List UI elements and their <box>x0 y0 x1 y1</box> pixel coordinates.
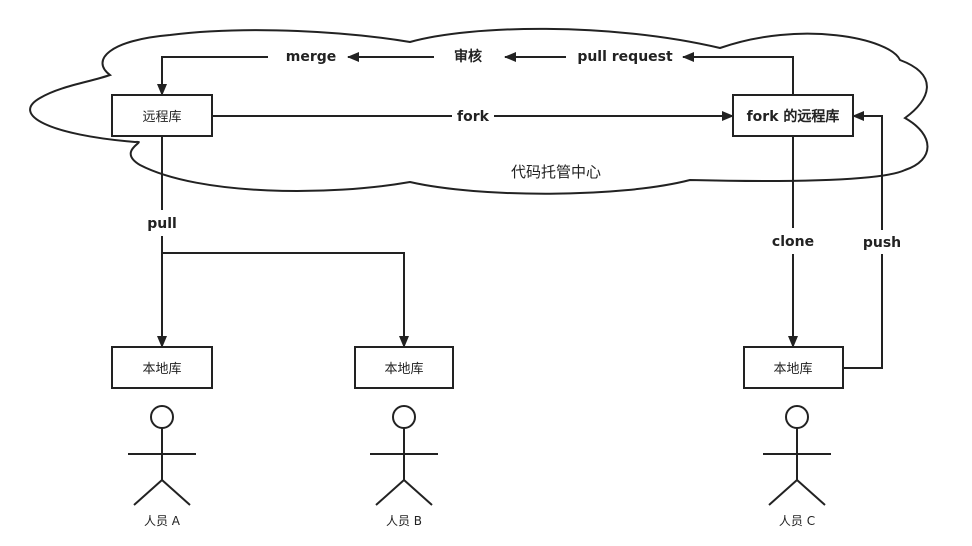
remote-repo-node[interactable]: 远程库 <box>111 94 213 137</box>
actor-c-icon <box>763 405 831 506</box>
local-repo-c-node[interactable]: 本地库 <box>743 346 844 389</box>
local-repo-a-node[interactable]: 本地库 <box>111 346 213 389</box>
local-repo-b-label: 本地库 <box>384 361 423 377</box>
push-label: push <box>863 235 901 251</box>
review-label: 审核 <box>454 48 482 65</box>
actor-c-label: 人员 C <box>779 514 815 528</box>
push-arrow <box>852 111 883 230</box>
actor-a-icon <box>128 405 196 506</box>
fork-label: fork <box>457 109 490 125</box>
fork-label-bg <box>452 104 494 126</box>
local-repo-a-label: 本地库 <box>142 361 181 377</box>
local-repo-c-label: 本地库 <box>773 361 812 377</box>
merge-arrow <box>157 56 268 96</box>
merge-label: merge <box>286 49 337 65</box>
cloud-label: 代码托管中心 <box>511 163 601 181</box>
pull-arrow-b <box>162 252 409 348</box>
pull-label: pull <box>147 216 177 232</box>
pull-request-arrow <box>682 52 794 95</box>
fork-repo-node[interactable]: fork 的远程库 <box>732 94 854 137</box>
pull-request-label: pull request <box>577 49 673 65</box>
actor-a-label: 人员 A <box>144 514 181 528</box>
push-line <box>843 254 883 369</box>
clone-label: clone <box>772 234 814 250</box>
actor-b-icon <box>370 405 438 506</box>
actor-b-label: 人员 B <box>386 514 422 528</box>
remote-repo-label: 远程库 <box>142 109 181 125</box>
fork-repo-label: fork 的远程库 <box>747 108 840 125</box>
local-repo-b-node[interactable]: 本地库 <box>354 346 454 389</box>
